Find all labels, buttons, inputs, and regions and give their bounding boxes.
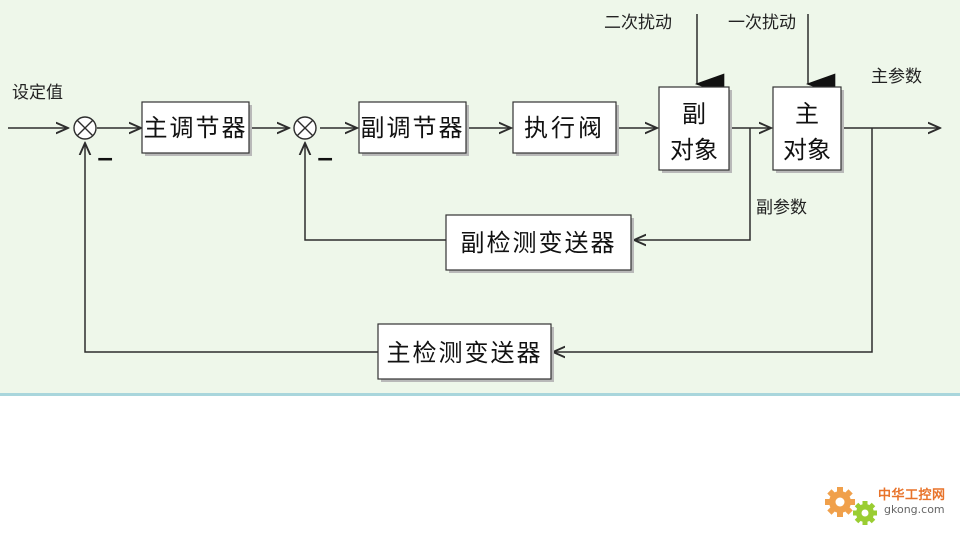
line-secondary-feedback-return <box>305 143 446 241</box>
secondary-object-label-line2: 对象 <box>670 136 718 164</box>
block-diagram: − − 主调节器 副调节器 执行阀 副 <box>8 13 960 382</box>
primary-variable-label: 主参数 <box>871 67 922 87</box>
diagram-panel: − − 主调节器 副调节器 执行阀 副 <box>0 0 960 396</box>
primary-object-label-line2: 对象 <box>783 136 831 164</box>
secondary-object-label-line1: 副 <box>682 100 706 128</box>
logo-title: 中华工控网 <box>878 488 946 503</box>
actuator-valve-block: 执行阀 <box>512 101 619 156</box>
secondary-controller-label: 副调节器 <box>361 114 465 142</box>
line-primary-feedback-return <box>85 143 378 353</box>
logo-url: gkong.com <box>884 503 945 516</box>
setpoint-label: 设定值 <box>12 83 63 103</box>
actuator-valve-label: 执行阀 <box>524 114 605 142</box>
outer-junction-minus-sign: − <box>96 147 114 172</box>
secondary-object-block: 副 对象 <box>658 86 732 173</box>
line-secondary-feedback-down <box>634 128 751 240</box>
inner-junction-minus-sign: − <box>316 147 334 172</box>
primary-object-block: 主 对象 <box>772 86 844 173</box>
summing-junction-inner <box>293 116 317 140</box>
gear-logo-icon <box>825 487 877 525</box>
primary-transmitter-block: 主检测变送器 <box>377 323 554 382</box>
summing-junction-outer <box>73 116 97 140</box>
primary-controller-block: 主调节器 <box>141 101 252 156</box>
primary-transmitter-label: 主检测变送器 <box>387 339 543 367</box>
line-primary-feedback-down <box>553 128 873 352</box>
secondary-transmitter-block: 副检测变送器 <box>445 214 634 273</box>
secondary-transmitter-label: 副检测变送器 <box>461 229 617 257</box>
gkong-logo: 中华工控网 gkong.com <box>822 482 952 532</box>
primary-disturbance-label: 一次扰动 <box>728 13 796 33</box>
primary-object-label-line1: 主 <box>795 100 819 128</box>
secondary-disturbance-label: 二次扰动 <box>604 13 672 33</box>
secondary-variable-label: 副参数 <box>756 198 807 218</box>
secondary-controller-block: 副调节器 <box>358 101 469 156</box>
primary-controller-label: 主调节器 <box>144 114 248 142</box>
